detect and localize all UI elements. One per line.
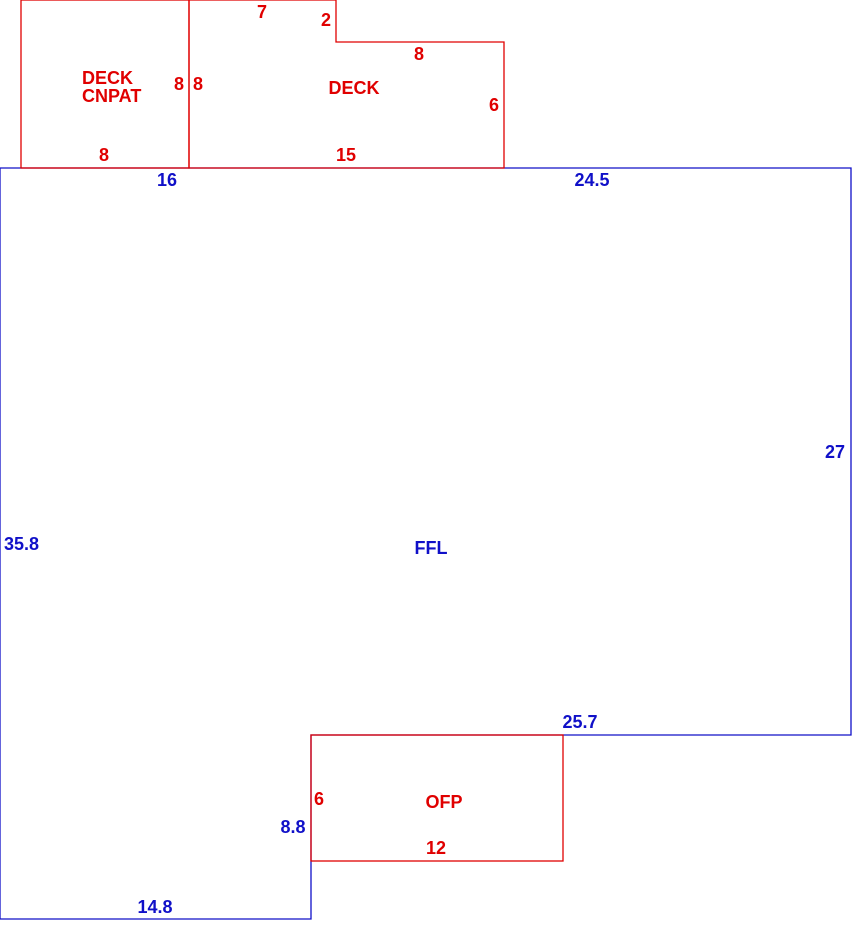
ofp-outline — [310, 734, 564, 862]
deck-dim-step-h: 8 — [414, 44, 424, 64]
ffl-dim-left: 35.8 — [4, 534, 39, 554]
deck-cnpat-dim-right: 8 — [174, 74, 184, 94]
ffl-area-name: FFL — [415, 538, 448, 558]
ffl-dim-right: 27 — [825, 442, 845, 462]
ofp-name: OFP — [425, 792, 462, 812]
deck-cnpat-dim-bottom: 8 — [99, 145, 109, 165]
ffl-dim-top-right: 24.5 — [574, 170, 609, 190]
deck-outline — [188, 0, 505, 169]
deck-dim-step-v: 2 — [321, 10, 331, 30]
deck-name: DECK — [328, 78, 379, 98]
ffl-dim-top-left: 16 — [157, 170, 177, 190]
deck-cnpat-name-line1: DECK — [82, 68, 133, 88]
ffl-dim-bottom: 14.8 — [137, 897, 172, 917]
ffl-dim-notch: 8.8 — [280, 817, 305, 837]
deck-dim-right: 6 — [489, 95, 499, 115]
deck-cnpat-name-line2: CNPAT — [82, 86, 141, 106]
deck-dim-left: 8 — [193, 74, 203, 94]
ffl-dim-step: 25.7 — [562, 712, 597, 732]
deck-dim-top: 7 — [257, 2, 267, 22]
ofp-dim-bottom: 12 — [426, 838, 446, 858]
deck-dim-bottom: 15 — [336, 145, 356, 165]
ofp-dim-left: 6 — [314, 789, 324, 809]
